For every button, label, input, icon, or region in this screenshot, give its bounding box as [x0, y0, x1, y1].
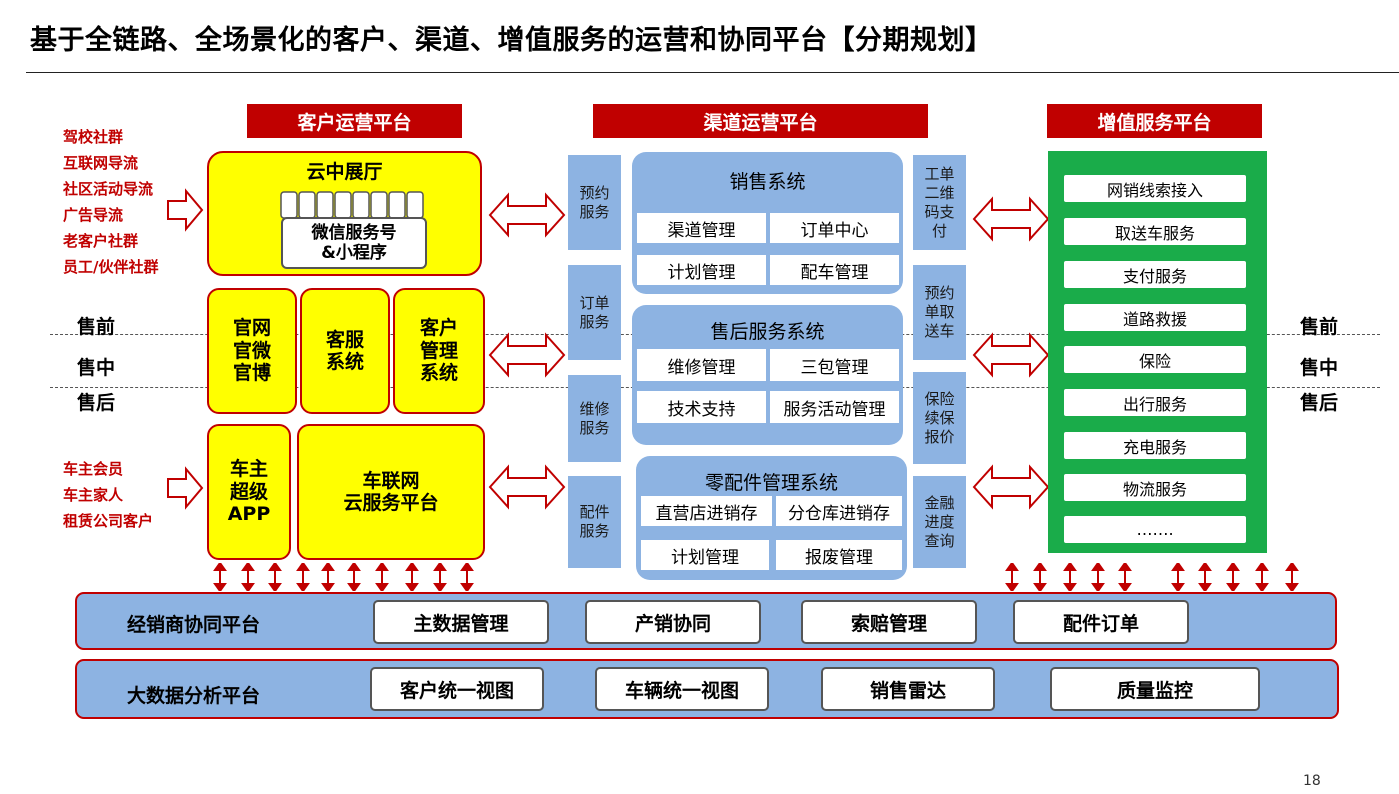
- tab-finance-progress: 金融 进度 查询: [913, 476, 966, 568]
- service-online-leads: 网销线索接入: [1064, 175, 1246, 202]
- cell-vehicle-allocation: 配车管理: [770, 255, 899, 285]
- traffic-source: 车主会员: [63, 460, 124, 478]
- dealer-collaboration-band: 经销商协同平台 主数据管理 产销协同 索赔管理 配件订单: [75, 592, 1337, 650]
- stage-label-pre-right: 售前: [1300, 316, 1339, 338]
- tab-insurance-quote: 保险 续保 报价: [913, 372, 966, 464]
- tab-workorder-qr-pay: 工单 二维 码支 付: [913, 155, 966, 250]
- page-title: 基于全链路、全场景化的客户、渠道、增值服务的运营和协同平台【分期规划】: [30, 25, 993, 56]
- service-more: …….: [1064, 516, 1246, 543]
- after-sales-system-panel: 售后服务系统 维修管理 三包管理 技术支持 服务活动管理: [632, 305, 903, 445]
- traffic-source: 老客户社群: [63, 232, 139, 250]
- traffic-source: 员工/伙伴社群: [63, 258, 159, 276]
- band-item-customer-view: 客户统一视图: [370, 667, 544, 711]
- official-channels-box: 官网 官微 官博: [207, 288, 297, 414]
- service-roadside-assist: 道路救援: [1064, 304, 1246, 331]
- tab-repair-service: 维修 服务: [568, 375, 621, 462]
- band-item-parts-order: 配件订单: [1013, 600, 1189, 644]
- traffic-source: 广告导流: [63, 206, 124, 224]
- traffic-source: 驾校社群: [63, 128, 124, 146]
- after-sales-system-title: 售后服务系统: [710, 321, 825, 343]
- traffic-source: 车主家人: [63, 486, 124, 504]
- band-item-master-data: 主数据管理: [373, 600, 549, 644]
- double-arrow-icon: [972, 196, 1050, 242]
- vertical-link-arrows-icon: [213, 563, 474, 591]
- source-arrow-icon: [167, 466, 204, 510]
- tab-parts-service: 配件 服务: [568, 476, 621, 568]
- service-logistics: 物流服务: [1064, 474, 1246, 501]
- parts-system-title: 零配件管理系统: [704, 472, 838, 494]
- double-arrow-icon: [972, 332, 1050, 378]
- band-item-sales-radar: 销售雷达: [821, 667, 995, 711]
- cell-direct-store-inventory: 直营店进销存: [641, 496, 772, 526]
- service-pickup-delivery: 取送车服务: [1064, 218, 1246, 245]
- value-added-services-panel: 网销线索接入 取送车服务 支付服务 道路救援 保险 出行服务 充电服务 物流服务…: [1048, 151, 1267, 553]
- owner-super-app-box: 车主 超级 APP: [207, 424, 291, 560]
- title-divider: [26, 72, 1399, 73]
- tab-appointment-service: 预约 服务: [568, 155, 621, 250]
- traffic-sources-bottom: 车主会员 车主家人 租赁公司客户: [63, 456, 153, 534]
- phone-grid-icon: [280, 191, 424, 219]
- vertical-link-arrows-icon: [1005, 563, 1299, 591]
- band-item-vehicle-view: 车辆统一视图: [595, 667, 769, 711]
- page-number: 18: [1303, 773, 1321, 789]
- parts-system-panel: 零配件管理系统 直营店进销存 分仓库进销存 计划管理 报废管理: [636, 456, 907, 580]
- tab-order-service: 订单 服务: [568, 265, 621, 360]
- sales-system-panel: 销售系统 渠道管理 订单中心 计划管理 配车管理: [632, 152, 903, 294]
- miniprogram-label: &小程序: [321, 243, 387, 263]
- service-insurance: 保险: [1064, 346, 1246, 373]
- double-arrow-icon: [972, 464, 1050, 510]
- cell-order-center: 订单中心: [770, 213, 899, 243]
- iov-cloud-platform-box: 车联网 云服务平台: [297, 424, 485, 560]
- double-arrow-icon: [488, 464, 566, 510]
- stage-label-mid-right: 售中: [1300, 357, 1339, 379]
- sales-system-title: 销售系统: [729, 171, 806, 193]
- cell-channel-management: 渠道管理: [637, 213, 766, 243]
- tab-pickup-delivery: 预约 单取 送车: [913, 265, 966, 360]
- cloud-showroom-box: 云中展厅 微信服务号 &小程序: [207, 151, 482, 276]
- band-item-production-sales: 产销协同: [585, 600, 761, 644]
- header-customer-platform: 客户运营平台: [247, 104, 462, 138]
- service-charging: 充电服务: [1064, 432, 1246, 459]
- stage-label-mid-left: 售中: [77, 357, 116, 379]
- header-value-added-platform: 增值服务平台: [1047, 104, 1262, 138]
- band-item-claims: 索赔管理: [801, 600, 977, 644]
- wechat-service-label: 微信服务号: [311, 222, 397, 243]
- big-data-label: 大数据分析平台: [127, 685, 261, 707]
- traffic-source: 社区活动导流: [63, 180, 154, 198]
- header-channel-platform: 渠道运营平台: [593, 104, 928, 138]
- big-data-band: 大数据分析平台 客户统一视图 车辆统一视图 销售雷达 质量监控: [75, 659, 1339, 719]
- double-arrow-icon: [488, 332, 566, 378]
- service-payment: 支付服务: [1064, 261, 1246, 288]
- stage-label-post-left: 售后: [77, 392, 116, 414]
- traffic-sources-top: 驾校社群 互联网导流 社区活动导流 广告导流 老客户社群 员工/伙伴社群: [63, 124, 158, 280]
- dealer-collaboration-label: 经销商协同平台: [127, 614, 261, 636]
- cell-warranty-management: 三包管理: [770, 349, 899, 381]
- wechat-miniprogram-panel: 微信服务号 &小程序: [281, 217, 427, 269]
- cell-plan-management: 计划管理: [637, 255, 766, 285]
- customer-management-system-box: 客户 管理 系统: [393, 288, 485, 414]
- cloud-showroom-title: 云中展厅: [306, 161, 383, 183]
- traffic-source: 租赁公司客户: [63, 512, 154, 530]
- cell-warehouse-inventory: 分仓库进销存: [776, 496, 902, 526]
- cell-parts-plan-management: 计划管理: [641, 540, 769, 570]
- cell-scrap-management: 报废管理: [776, 540, 902, 570]
- cell-service-campaign-management: 服务活动管理: [770, 391, 899, 423]
- service-mobility: 出行服务: [1064, 389, 1246, 416]
- cell-tech-support: 技术支持: [637, 391, 766, 423]
- double-arrow-icon: [488, 192, 566, 238]
- customer-service-system-box: 客服 系统: [300, 288, 390, 414]
- stage-label-post-right: 售后: [1300, 392, 1339, 414]
- band-item-quality-monitor: 质量监控: [1050, 667, 1260, 711]
- source-arrow-icon: [167, 188, 204, 232]
- cell-repair-management: 维修管理: [637, 349, 766, 381]
- stage-label-pre-left: 售前: [77, 316, 116, 338]
- traffic-source: 互联网导流: [63, 154, 139, 172]
